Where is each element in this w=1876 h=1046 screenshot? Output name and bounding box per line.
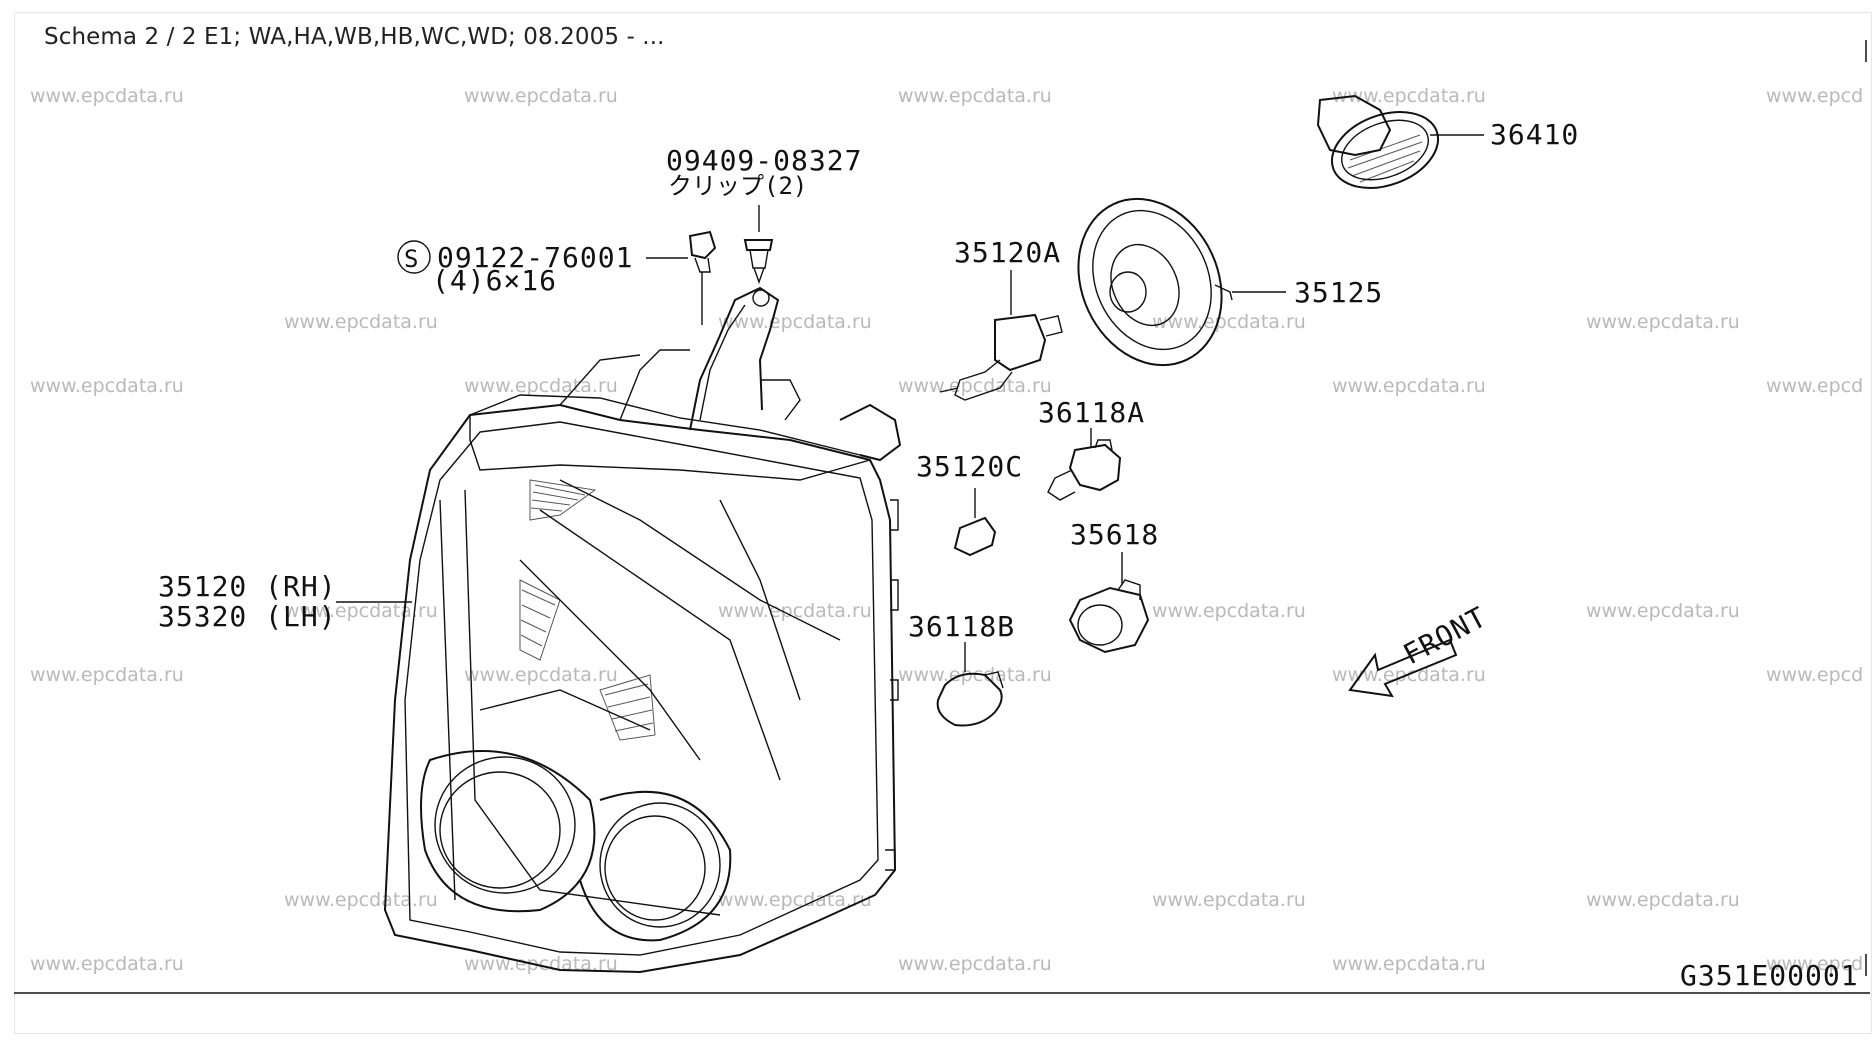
screw-note: (4)6×16 [432,264,557,297]
screw-part-number[interactable]: 09122-76001 [437,241,633,274]
watermark: www.epcdata.ru [898,375,1052,397]
s-circle-icon [397,240,431,274]
socket-35618-label[interactable]: 35618 [1070,518,1159,551]
watermark: www.epcdata.ru [284,889,438,911]
diagram-frame [14,12,1872,1034]
watermark: www.epcd [1766,85,1863,107]
watermark: www.epcdata.ru [30,953,184,975]
side-lamp-36410-label[interactable]: 36410 [1490,118,1579,151]
watermark: www.epcdata.ru [898,953,1052,975]
screw-09122-76001[interactable] [688,230,717,325]
cap-35125-label[interactable]: 35125 [1294,276,1383,309]
bulb-35120c-label[interactable]: 35120C [916,450,1023,483]
watermark: www.epcdata.ru [1586,600,1740,622]
headlamp-lh-label[interactable]: 35320 (LH) [158,600,337,633]
watermark: www.epcdata.ru [1152,889,1306,911]
watermark: www.epcdata.ru [718,311,872,333]
bulb-35120a-label[interactable]: 35120A [954,236,1061,269]
watermark: www.epcdata.ru [718,600,872,622]
watermark: www.epcdata.ru [464,85,618,107]
watermark: www.epcdata.ru [1152,311,1306,333]
watermark: www.epcdata.ru [718,889,872,911]
bulb-35120a[interactable] [939,270,1063,401]
watermark: www.epcdata.ru [30,85,184,107]
watermark: www.epcdata.ru [1332,953,1486,975]
clip-09409-08327[interactable] [743,205,774,285]
bulb-36118b[interactable] [936,642,1004,727]
watermark: www.epcd [1766,375,1863,397]
watermark: www.epcdata.ru [30,375,184,397]
screw-symbol: S [404,245,419,273]
watermark: www.epcdata.ru [1152,600,1306,622]
screw-callout: S 09122-76001 (4)6×16 [397,240,688,297]
clip-part-number[interactable]: 09409-08327 [666,144,862,177]
watermark: www.epcdata.ru [898,664,1052,686]
cap-35125[interactable] [1052,175,1286,388]
headlamp-rh-label[interactable]: 35120 (RH) [158,570,337,603]
diagram-code: G351E00001 [1680,959,1859,992]
watermark: www.epcdata.ru [1586,889,1740,911]
watermarks: www.epcdata.ru www.epcdata.ru www.epcdat… [30,85,1863,975]
watermark: www.epcdata.ru [1332,85,1486,107]
watermark: www.epcd [1766,664,1863,686]
watermark: www.epcdata.ru [1332,375,1486,397]
socket-36118a-label[interactable]: 36118A [1038,396,1145,429]
clip-note: クリップ(2) [668,172,807,200]
watermark: www.epcdata.ru [898,85,1052,107]
side-lamp-36410[interactable] [1316,94,1484,202]
watermark: www.epcdata.ru [30,664,184,686]
bulb-35120c[interactable] [953,488,997,557]
watermark: www.epcdata.ru [464,664,618,686]
bulb-36118b-label[interactable]: 36118B [908,610,1015,643]
socket-36118a[interactable] [1047,428,1122,501]
watermark: www.epcd [1766,953,1863,975]
schema-title: Schema 2 / 2 E1; WA,HA,WB,HB,WC,WD; 08.2… [44,24,665,50]
socket-35618[interactable] [1068,552,1150,654]
headlamp-assembly[interactable] [383,286,902,974]
watermark: www.epcdata.ru [284,600,438,622]
watermark: www.epcdata.ru [284,311,438,333]
watermark: www.epcdata.ru [464,375,618,397]
watermark: www.epcdata.ru [1586,311,1740,333]
reflector-hatching [519,479,656,741]
